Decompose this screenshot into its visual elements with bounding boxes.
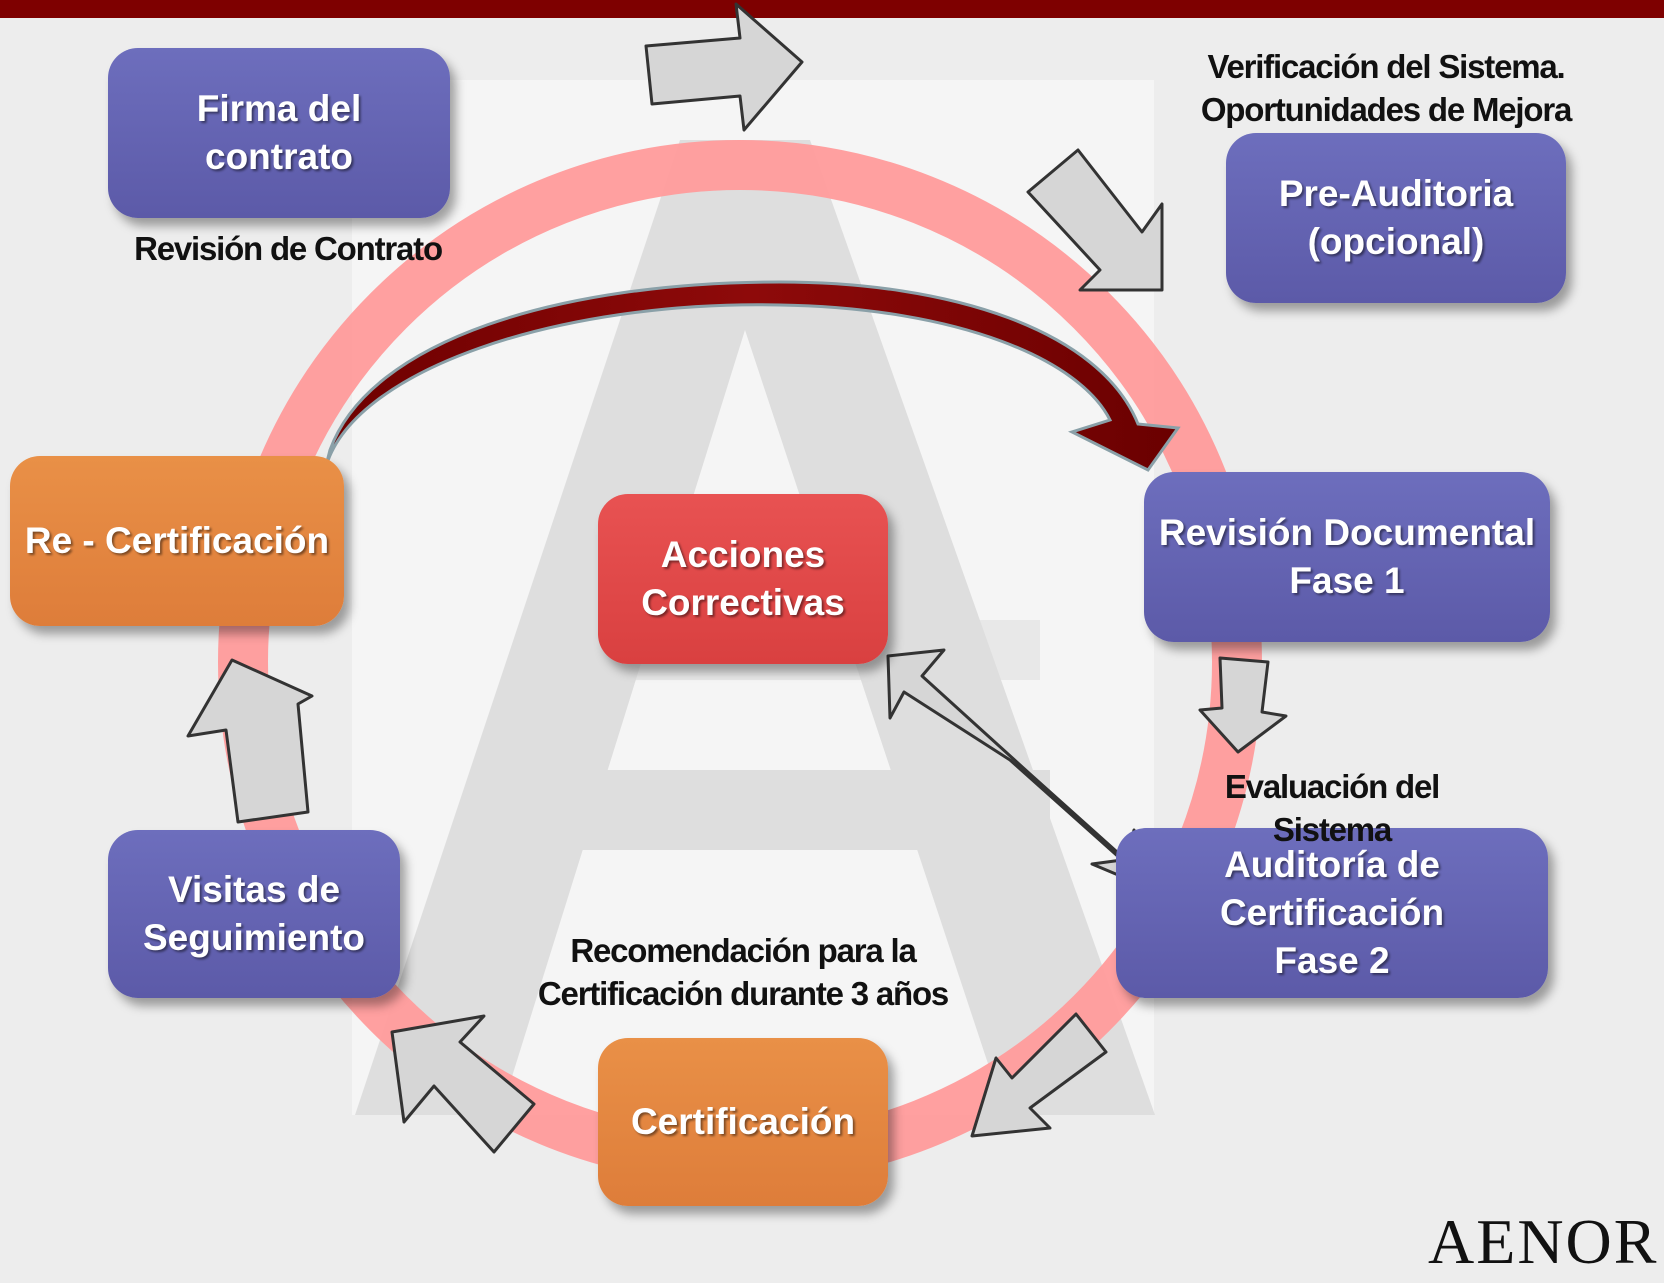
auditoria-certificacion-node: Auditoría de Certificación Fase 2 [1116, 828, 1548, 998]
evaluacion-caption: Evaluación del Sistema [1162, 766, 1502, 852]
brand-logo-text: AENOR [1428, 1206, 1659, 1277]
certificacion-label: Certificación [630, 1100, 856, 1142]
arrow-lower-right [970, 1012, 1108, 1138]
certificacion-node: Certificación [598, 1038, 888, 1206]
correctivas-label: Correctivas [641, 582, 845, 623]
revision-documental-label: Revisión Documental [1158, 511, 1536, 553]
recertificacion-label: Re - Certificación [24, 519, 330, 561]
curved-arrow [323, 280, 1181, 472]
acciones-label: Acciones [660, 533, 826, 575]
revision-documental-node: Revisión Documental Fase 1 [1144, 472, 1550, 642]
firma-contrato-node: Firma del contrato [108, 48, 450, 218]
preauditoria-node: Pre-Auditoria (opcional) [1226, 133, 1566, 303]
recertificacion-node: Re - Certificación [10, 456, 344, 626]
auditoria-certificacion-label: Auditoría de Certificación [1219, 843, 1445, 933]
recomendacion-caption: Recomendación para la Certificación dura… [528, 930, 958, 1016]
arrow-bottom-left [390, 1014, 536, 1154]
arrow-upper-right [1026, 148, 1164, 292]
recomendacion-line1: Recomendación para la [570, 932, 916, 969]
arrow-top [644, 2, 804, 132]
cycle-arrows [186, 2, 1288, 1154]
evaluacion-text: Evaluación del Sistema [1224, 768, 1440, 848]
arrow-down-right [1198, 656, 1288, 754]
seguimiento-label: Seguimiento [142, 917, 366, 958]
header-bar [0, 0, 1664, 18]
recomendacion-line2: Certificación durante 3 años [537, 974, 949, 1012]
verificacion-line1: Verificación del Sistema. [1207, 48, 1565, 85]
firma-contrato-label: Firma del contrato [196, 87, 362, 177]
verificacion-caption: Verificación del Sistema. Oportunidades … [1196, 46, 1576, 132]
preauditoria-optional-label: (opcional) [1307, 221, 1485, 262]
revision-contrato-caption: Revisión de Contrato [128, 228, 448, 271]
revision-contrato-text: Revisión de Contrato [134, 230, 443, 267]
fase-2-label: Fase 2 [1274, 940, 1390, 982]
fase-1-label: Fase 1 [1289, 560, 1405, 601]
visitas-label: Visitas de [167, 868, 341, 910]
verificacion-line2: Oportunidades de Mejora [1200, 90, 1572, 128]
acciones-correctivas-node: Acciones Correctivas [598, 494, 888, 664]
arrow-left-up [186, 658, 314, 824]
preauditoria-label: Pre-Auditoria [1278, 172, 1514, 214]
visitas-seguimiento-node: Visitas de Seguimiento [108, 830, 400, 998]
